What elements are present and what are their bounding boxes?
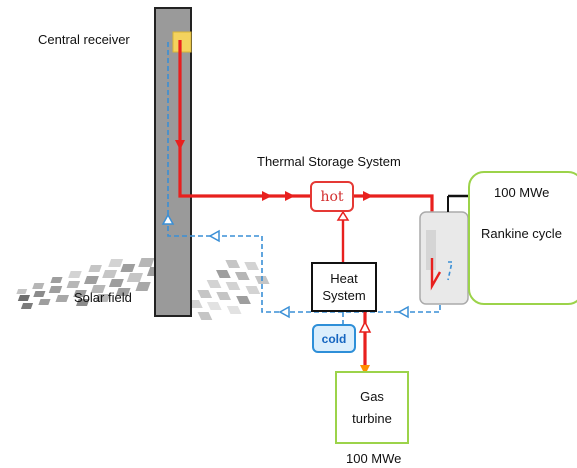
hot-up-arrow <box>336 210 350 221</box>
receiver-highlight <box>172 31 192 53</box>
cold-tank: cold <box>312 324 356 353</box>
hot-tank: hot <box>310 181 354 212</box>
thermal-storage-label: Thermal Storage System <box>257 154 401 169</box>
steam-turbine-unit <box>419 194 470 305</box>
heat-system-line-1: Heat <box>330 271 358 286</box>
solar-field-label: Solar field <box>74 290 132 305</box>
rankine-power-label: 100 MWe <box>494 185 550 200</box>
rankine-cycle-box <box>468 171 577 305</box>
gas-power-label: 100 MWe <box>346 451 402 466</box>
solar-tower <box>154 7 192 317</box>
gas-turbine-box: Gas turbine <box>335 371 409 444</box>
heat-system-line-2: System <box>322 288 366 303</box>
gas-turbine-line-2: turbine <box>352 410 392 426</box>
central-receiver-label: Central receiver <box>38 32 130 47</box>
rankine-cycle-label: Rankine cycle <box>481 226 562 241</box>
hot-flow-arrows <box>175 140 373 375</box>
gas-turbine-line-1: Gas <box>360 388 384 404</box>
hot-salt-loop <box>178 40 434 408</box>
heliostat-field <box>16 258 270 320</box>
heat-system-box: Heat System <box>311 262 377 312</box>
